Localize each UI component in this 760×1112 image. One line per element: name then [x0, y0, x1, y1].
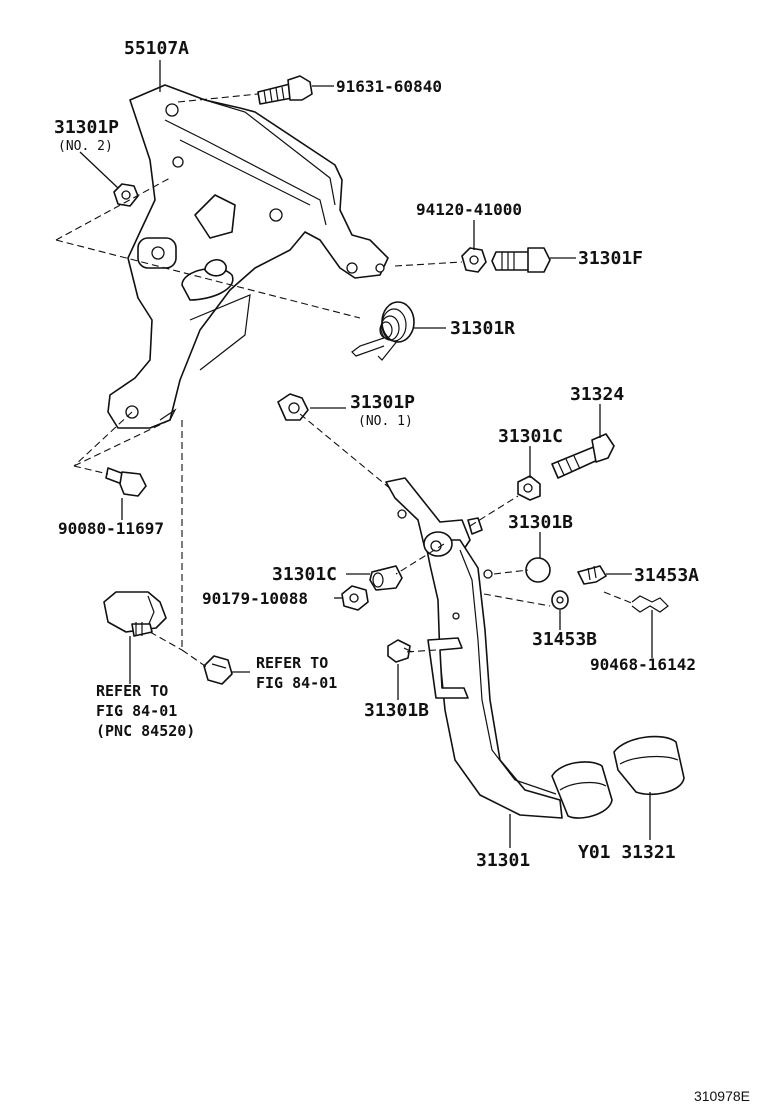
bolt-90080 [105, 467, 147, 497]
bolt-31324 [551, 433, 615, 479]
collar-31301c-upper [517, 475, 541, 501]
nut-31301p-no2 [113, 183, 139, 207]
label-31301p-middle: 31301P [350, 392, 415, 413]
nut-refer-fig-84-01 [203, 655, 233, 685]
label-refer-to-left: REFER TO [96, 682, 168, 700]
label-pnc-84520: (PNC 84520) [96, 722, 195, 740]
label-31301f: 31301F [578, 248, 643, 269]
pedal-pad-31321 [613, 735, 685, 796]
collar-31301c-lower [369, 565, 403, 591]
brake-pedal-arm [385, 477, 613, 819]
nut-90179 [341, 585, 369, 611]
label-refer-to-right: REFER TO [256, 654, 328, 672]
label-y01-31321: Y01 31321 [578, 842, 676, 863]
bolt-31301f [491, 247, 551, 273]
pedal-bracket [107, 84, 389, 429]
bolt-91631 [257, 75, 313, 105]
figure-number: 310978E [693, 1088, 750, 1104]
label-31301: 31301 [476, 850, 530, 871]
stop-lamp-switch [103, 591, 167, 637]
label-31453a: 31453A [634, 565, 699, 586]
label-31301c-upper: 31301C [498, 426, 563, 447]
label-94120-41000: 94120-41000 [416, 200, 522, 219]
label-no1: (NO. 1) [358, 414, 413, 429]
return-spring-31301r [351, 301, 415, 361]
stopper-31301b-lower [387, 639, 413, 663]
alignment-lines [55, 93, 635, 669]
part-labels: 55107A 91631-60840 31301P (NO. 2) 94120-… [54, 38, 699, 871]
clip-90468 [631, 595, 669, 613]
nut-94120 [461, 247, 487, 273]
label-31301c-lower: 31301C [272, 564, 337, 585]
leader-lines [79, 60, 653, 848]
label-31453b: 31453B [532, 629, 597, 650]
label-90179-10088: 90179-10088 [202, 589, 308, 608]
label-no2: (NO. 2) [58, 139, 113, 154]
cushion-31301b-upper [525, 557, 551, 583]
label-90080-11697: 90080-11697 [58, 519, 164, 538]
label-31301r: 31301R [450, 318, 515, 339]
label-90468-16142: 90468-16142 [590, 655, 696, 674]
label-55107a: 55107A [124, 38, 189, 59]
pin-31453a [577, 565, 607, 585]
label-31301p-upper: 31301P [54, 117, 119, 138]
washer-31453b [551, 590, 569, 610]
label-fig-84-01-left: FIG 84-01 [96, 702, 177, 720]
label-31324: 31324 [570, 384, 624, 405]
label-91631-60840: 91631-60840 [336, 77, 442, 96]
bushing-31301p-no1 [277, 393, 309, 421]
label-31301b-lower: 31301B [364, 700, 429, 721]
label-31301b-upper: 31301B [508, 512, 573, 533]
label-fig-84-01-right: FIG 84-01 [256, 674, 337, 692]
